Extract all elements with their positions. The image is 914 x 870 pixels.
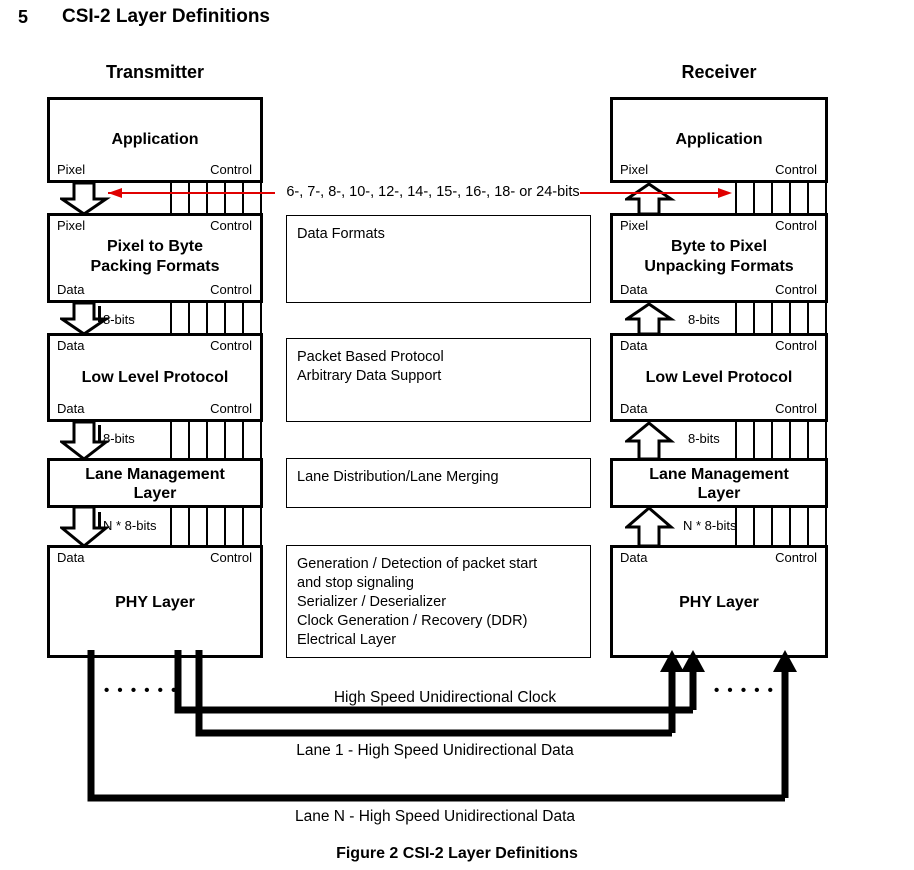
- rx-layer-phy-title: PHY Layer: [679, 594, 759, 611]
- section-heading: 5 CSI-2 Layer Definitions: [0, 4, 914, 34]
- rx-llp-port-top-right: Control: [775, 338, 817, 353]
- tx-layer-pixel-to-byte-packing[interactable]: Pixel Control Pixel to Byte Packing Form…: [47, 213, 263, 303]
- tx-application-port-bottom-left: Pixel: [57, 162, 86, 177]
- tx-arrow-application-to-packing: [60, 183, 111, 215]
- description-line: Lane Distribution/Lane Merging: [297, 469, 499, 485]
- description-line: Generation / Detection of packet start: [297, 556, 538, 572]
- rx-application-port-bottom-right: Control: [775, 162, 817, 177]
- tx-layer-application[interactable]: Application Pixel Control: [47, 97, 263, 183]
- rx-llp-port-top-left: Data: [620, 338, 648, 353]
- tx-layer-packing-title-line1: Pixel to Byte: [106, 238, 204, 255]
- tx-layer-phy-title: PHY Layer: [115, 594, 195, 611]
- rx-phy-port-top-left: Data: [620, 550, 648, 565]
- description-line: and stop signaling: [297, 575, 414, 591]
- tx-bus-label-0: 8-bits: [103, 312, 135, 327]
- rx-unpacking-port-top-left: Pixel: [620, 218, 649, 233]
- rx-llp-port-bottom-right: Control: [775, 401, 817, 416]
- tx-packing-port-bottom-left: Data: [57, 282, 85, 297]
- tx-tick-0: [98, 306, 101, 322]
- tx-layer-llp-title: Low Level Protocol: [81, 369, 229, 386]
- tx-packing-port-top-left: Pixel: [57, 218, 86, 233]
- description-box-data-formats: Data Formats: [286, 215, 591, 303]
- section-number: 5: [18, 7, 29, 27]
- rx-layer-lane-management[interactable]: Lane Management Layer: [610, 458, 828, 508]
- rx-bus-label-0: 8-bits: [688, 312, 720, 327]
- rx-layer-unpacking-title-line1: Byte to Pixel: [670, 238, 768, 255]
- description-line: Packet Based Protocol: [297, 349, 444, 365]
- tx-tick-1: [98, 425, 101, 441]
- bit-depth-annotation-arrows: [108, 188, 732, 198]
- rx-phy-port-top-right: Control: [775, 550, 817, 565]
- tx-layer-phy[interactable]: Data Control PHY Layer: [47, 545, 263, 658]
- rx-layer-lml-title-line2: Layer: [697, 485, 741, 502]
- rx-arrow-llp-to-unpacking: [625, 303, 676, 335]
- tx-arrow-llp-to-lml: [60, 422, 111, 460]
- description-line: Electrical Layer: [297, 632, 397, 648]
- rx-application-port-bottom-left: Pixel: [620, 162, 649, 177]
- description-line: Clock Generation / Recovery (DDR): [297, 613, 528, 629]
- tx-application-port-bottom-right: Control: [210, 162, 252, 177]
- rx-unpacking-port-top-right: Control: [775, 218, 817, 233]
- description-box-low-level-protocol: Packet Based Protocol Arbitrary Data Sup…: [286, 338, 591, 422]
- tx-layer-packing-title-line2: Packing Formats: [90, 258, 220, 275]
- description-line: Serializer / Deserializer: [297, 594, 447, 610]
- tx-arrow-packing-to-llp: [60, 303, 111, 335]
- rx-bus-label-2: N * 8-bits: [683, 518, 737, 533]
- tx-layer-lane-management[interactable]: Lane Management Layer: [47, 458, 263, 508]
- tx-packing-port-bottom-right: Control: [210, 282, 252, 297]
- rx-layer-phy[interactable]: Data Control PHY Layer: [610, 545, 828, 658]
- tx-layer-lml-title-line2: Layer: [133, 485, 177, 502]
- tx-layer-application-title: Application: [111, 131, 199, 148]
- description-line: Data Formats: [297, 226, 385, 242]
- rx-layer-unpacking-title-line2: Unpacking Formats: [644, 258, 794, 275]
- bit-depth-annotation-label: 6-, 7-, 8-, 10-, 12-, 14-, 15-, 16-, 18-…: [286, 184, 580, 200]
- page-title: CSI-2 Layer Definitions: [62, 6, 270, 27]
- description-box-phy: Generation / Detection of packet start a…: [286, 545, 591, 658]
- tx-phy-port-top-right: Control: [210, 550, 252, 565]
- tx-bus-label-1: 8-bits: [103, 431, 135, 446]
- tx-llp-port-top-left: Data: [57, 338, 85, 353]
- ellipsis-left-icon: • • • • • •: [104, 682, 179, 699]
- tx-packing-port-top-right: Control: [210, 218, 252, 233]
- tx-layer-lml-title-line1: Lane Management: [85, 466, 225, 483]
- rx-unpacking-port-bottom-right: Control: [775, 282, 817, 297]
- ellipsis-right-icon: • • • • • •: [714, 682, 789, 699]
- receiver-column-title: Receiver: [681, 62, 757, 82]
- tx-llp-port-top-right: Control: [210, 338, 252, 353]
- rx-layer-low-level-protocol[interactable]: Data Control Low Level Protocol Data Con…: [610, 333, 828, 422]
- link-label-lane-n: Lane N - High Speed Unidirectional Data: [294, 808, 576, 825]
- link-label-lane-1: Lane 1 - High Speed Unidirectional Data: [296, 742, 574, 759]
- link-label-clock: High Speed Unidirectional Clock: [333, 689, 557, 706]
- rx-arrow-phy-to-lml: [625, 507, 676, 547]
- rx-layer-application-title: Application: [675, 131, 763, 148]
- rx-llp-port-bottom-left: Data: [620, 401, 648, 416]
- tx-phy-port-top-left: Data: [57, 550, 85, 565]
- description-line: Arbitrary Data Support: [297, 368, 442, 384]
- figure-caption: Figure 2 CSI-2 Layer Definitions: [336, 845, 578, 862]
- tx-tick-2: [98, 512, 101, 528]
- tx-layer-low-level-protocol[interactable]: Data Control Low Level Protocol Data Con…: [47, 333, 263, 422]
- transmitter-column-title: Transmitter: [105, 62, 205, 82]
- rx-layer-byte-to-pixel-unpacking[interactable]: Pixel Control Byte to Pixel Unpacking Fo…: [610, 213, 828, 303]
- rx-layer-application[interactable]: Application Pixel Control: [610, 97, 828, 183]
- tx-bus-label-2: N * 8-bits: [103, 518, 157, 533]
- rx-arrow-lml-to-llp: [625, 422, 676, 460]
- tx-llp-port-bottom-left: Data: [57, 401, 85, 416]
- description-box-lane-management: Lane Distribution/Lane Merging: [286, 458, 591, 508]
- rx-unpacking-port-bottom-left: Data: [620, 282, 648, 297]
- rx-bus-label-1: 8-bits: [688, 431, 720, 446]
- tx-arrow-lml-to-phy: [60, 507, 111, 547]
- rx-layer-llp-title: Low Level Protocol: [645, 369, 793, 386]
- tx-llp-port-bottom-right: Control: [210, 401, 252, 416]
- high-speed-link-paths: [87, 650, 797, 802]
- rx-layer-lml-title-line1: Lane Management: [649, 466, 789, 483]
